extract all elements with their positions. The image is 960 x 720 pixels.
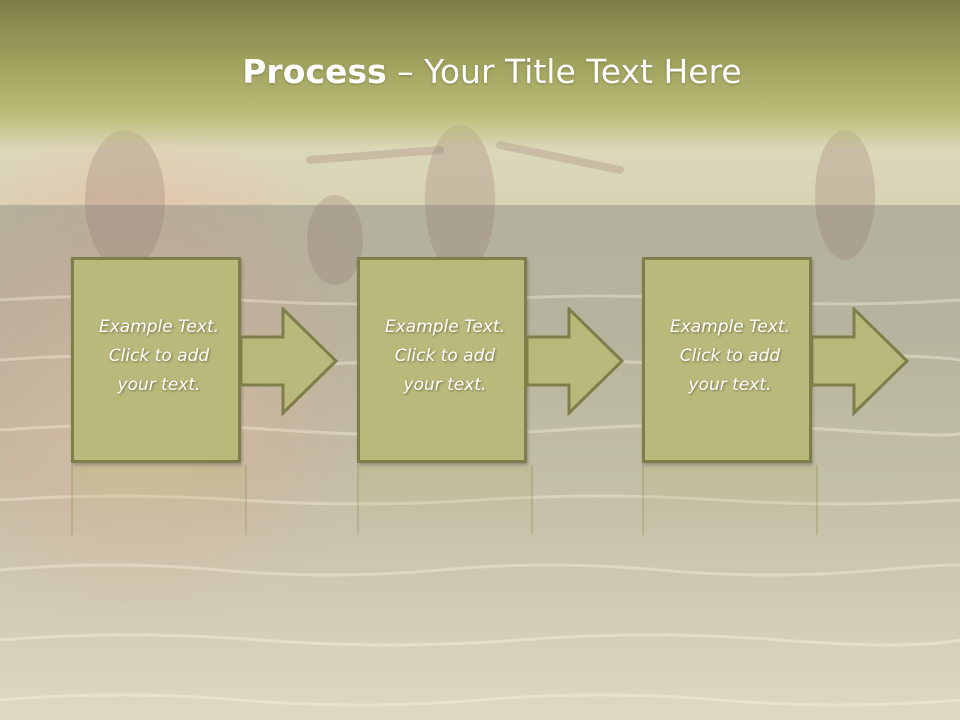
step-reflection xyxy=(642,465,818,535)
step-text[interactable]: Example Text. Click to add your text. xyxy=(384,317,506,395)
right-arrow-icon xyxy=(241,307,339,417)
title-band xyxy=(0,0,960,150)
step-box[interactable]: Example Text. Click to add your text. xyxy=(357,257,527,463)
step-reflection xyxy=(71,465,247,535)
step-reflection xyxy=(357,465,533,535)
right-arrow-icon xyxy=(812,307,910,417)
slide-title[interactable]: Process – Your Title Text Here xyxy=(0,52,960,91)
step-box[interactable]: Example Text. Click to add your text. xyxy=(71,257,241,463)
title-bold: Process xyxy=(242,52,387,91)
step-box[interactable]: Example Text. Click to add your text. xyxy=(642,257,812,463)
step-text[interactable]: Example Text. Click to add your text. xyxy=(98,317,220,395)
title-rest: – Your Title Text Here xyxy=(386,52,742,91)
step-text[interactable]: Example Text. Click to add your text. xyxy=(669,317,791,395)
right-arrow-icon xyxy=(527,307,625,417)
